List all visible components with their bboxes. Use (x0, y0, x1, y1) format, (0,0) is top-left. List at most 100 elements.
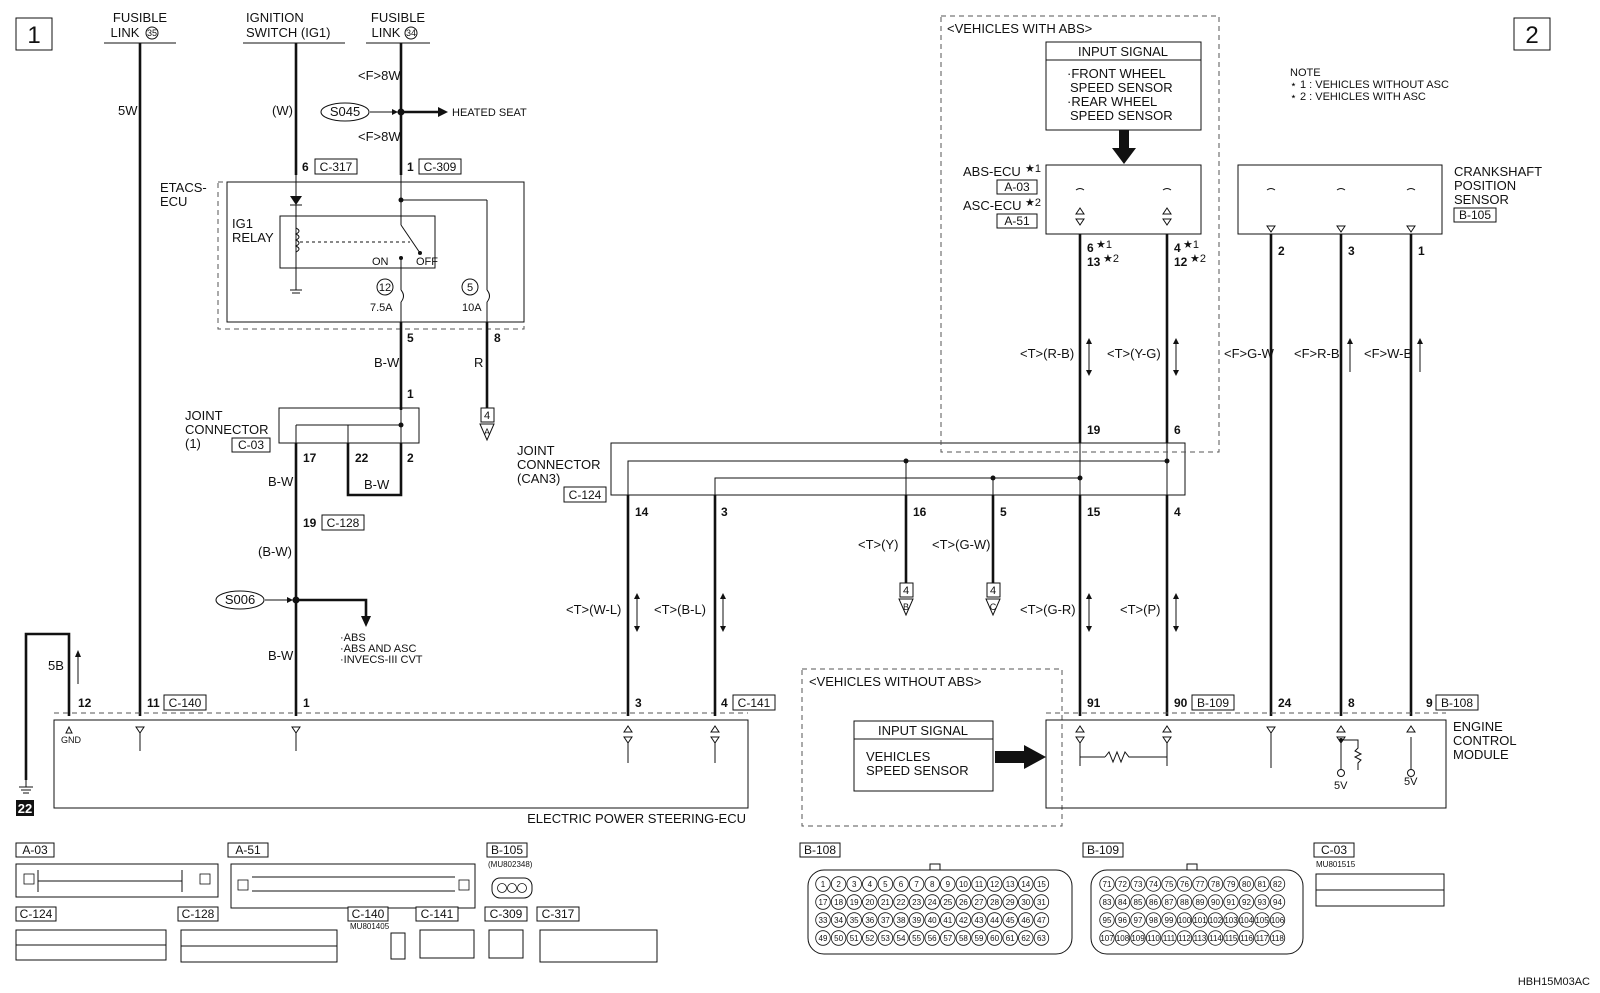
connector-tag-c141: C-141 (732, 694, 776, 711)
connector-pin-number: 113 (1194, 934, 1207, 943)
s006-dest-3: ·INVECS-III CVT (340, 654, 423, 666)
etacs-ecu-label-1: ETACS- (160, 180, 207, 195)
pin-eps-3: 3 (635, 696, 642, 710)
pin-etacs-5: 5 (407, 331, 414, 345)
connector-pin (1018, 894, 1034, 910)
pin-ecm-91: 91 (1087, 696, 1101, 710)
connector-pin-number: 78 (1211, 880, 1220, 889)
svg-text:LINK: LINK (111, 25, 140, 40)
connector-pin (1099, 894, 1115, 910)
connector-pin-number: 44 (990, 916, 999, 925)
connector-pin-number: 100 (1178, 916, 1192, 925)
connector-pin-number: 23 (912, 898, 921, 907)
connector-pin-number: 61 (1006, 934, 1015, 943)
connector-pin (862, 912, 878, 928)
connector-pin-number: 43 (975, 916, 984, 925)
connector-pin (1002, 876, 1018, 892)
connector-pin-number: 45 (1006, 916, 1015, 925)
connector-pin (1033, 912, 1050, 928)
connector-tag-c309: C-309 (418, 158, 462, 175)
connector-pin-number: 111 (1163, 934, 1176, 943)
asc-ecu-label: ASC-ECU (963, 198, 1022, 213)
connector-pin (893, 912, 909, 928)
ref-arrow-c-icon (985, 598, 1001, 617)
connector-pin-number: 5 (883, 880, 888, 889)
wire-label-t-p: <T>(P) (1120, 602, 1160, 617)
part-number-c03: MU801515 (1316, 860, 1356, 869)
ecm-internal-symbols (1075, 725, 1416, 777)
connector-pin-number: 35 (850, 916, 859, 925)
connector-pin-number: 82 (1273, 880, 1282, 889)
connector-pin (1192, 930, 1208, 946)
connector-pin (1130, 876, 1146, 892)
connector-pin-number: 37 (881, 916, 890, 925)
connector-pin (1207, 894, 1224, 910)
signal-arrow-icon (1024, 745, 1046, 769)
connector-tag-c128: C-128 (321, 514, 365, 531)
wire-label-f-rb: <F>R-B (1294, 346, 1340, 361)
ref-arrow-b-letter: B (903, 602, 909, 612)
pin-ckp-1: 1 (1418, 244, 1425, 258)
heated-seat-label: HEATED SEAT (452, 107, 527, 119)
part-number-b105: (MU802348) (488, 860, 533, 869)
connector-pin-number: 31 (1037, 898, 1046, 907)
connector-pin-number: 49 (819, 934, 828, 943)
connector-pin-number: 76 (1180, 880, 1189, 889)
connector-pin (862, 876, 878, 892)
connector-pin-number: 112 (1178, 934, 1191, 943)
connector-pin (1002, 930, 1018, 946)
connector-pin-number: 97 (1134, 916, 1143, 925)
connector-pin (1161, 912, 1177, 928)
connector-pin-number: 9 (946, 880, 951, 889)
pin-eps-4: 4 (721, 696, 728, 710)
connector-pin-number: 104 (1240, 916, 1254, 925)
pin-can3-3: 3 (721, 505, 728, 519)
connector-pin (815, 930, 831, 946)
crankshaft-label-2: POSITION (1454, 178, 1516, 193)
pin-jc1-17: 17 (303, 451, 317, 465)
connector-pin (862, 894, 878, 910)
vehicles-with-abs-label: <VEHICLES WITH ABS> (947, 21, 1092, 36)
connector-pin-number: 84 (1118, 898, 1127, 907)
connector-pin (1161, 876, 1177, 892)
crankshaft-sensor-box (1237, 164, 1443, 235)
connector-pin-number: 109 (1131, 934, 1145, 943)
wire-label-bw-1: B-W (374, 355, 400, 370)
connector-pin-number: 54 (897, 934, 906, 943)
connector-pin-number: 55 (912, 934, 921, 943)
s006-dest-2: ·ABS AND ASC (340, 643, 416, 655)
input-signal-abs-l1: ·FRONT WHEEL (1067, 66, 1166, 81)
fusible-link-35-label: FUSIBLE LINK 35 (104, 10, 176, 44)
wire-label-t-y: <T>(Y) (858, 537, 898, 552)
svg-text:SWITCH (IG1): SWITCH (IG1) (246, 25, 331, 40)
svg-text:FUSIBLE: FUSIBLE (371, 10, 426, 25)
pin-ckp-2: 2 (1278, 244, 1285, 258)
ig1-relay-label-1: IG1 (232, 216, 253, 231)
joint-connector-can3-label-3: (CAN3) (517, 471, 560, 486)
pin-can3-14: 14 (635, 505, 649, 519)
connector-pin-number: 8 (930, 880, 935, 889)
eps-pin-symbols (65, 725, 720, 763)
fuse-12-amp: 7.5A (370, 302, 393, 314)
connector-pin (971, 876, 987, 892)
ecm-box (1045, 719, 1447, 809)
vehicles-without-abs-outline (801, 668, 1063, 827)
connector-pin-number: 114 (1209, 934, 1222, 943)
connector-pin-number: 106 (1271, 916, 1285, 925)
connector-pin-number: 4 (868, 880, 873, 889)
connector-pin (1176, 912, 1193, 928)
connector-pin-number: 20 (865, 898, 874, 907)
wire-label-bw-3: B-W (364, 477, 390, 492)
bidirectional-arrow-icon (634, 593, 726, 632)
connector-pin (1207, 876, 1224, 892)
abs-ecu-label: ABS-ECU (963, 164, 1021, 179)
connector-pin-number: 27 (975, 898, 984, 907)
crankshaft-pin-symbols (1266, 188, 1416, 233)
connector-pin-number: 38 (897, 916, 906, 925)
svg-text:B-109: B-109 (1087, 843, 1119, 857)
connector-pin (1145, 930, 1162, 946)
connector-pin-number: 72 (1118, 880, 1127, 889)
connector-pin-number: 90 (1211, 898, 1220, 907)
connector-pin-number: 28 (990, 898, 999, 907)
connector-pin (830, 876, 847, 892)
